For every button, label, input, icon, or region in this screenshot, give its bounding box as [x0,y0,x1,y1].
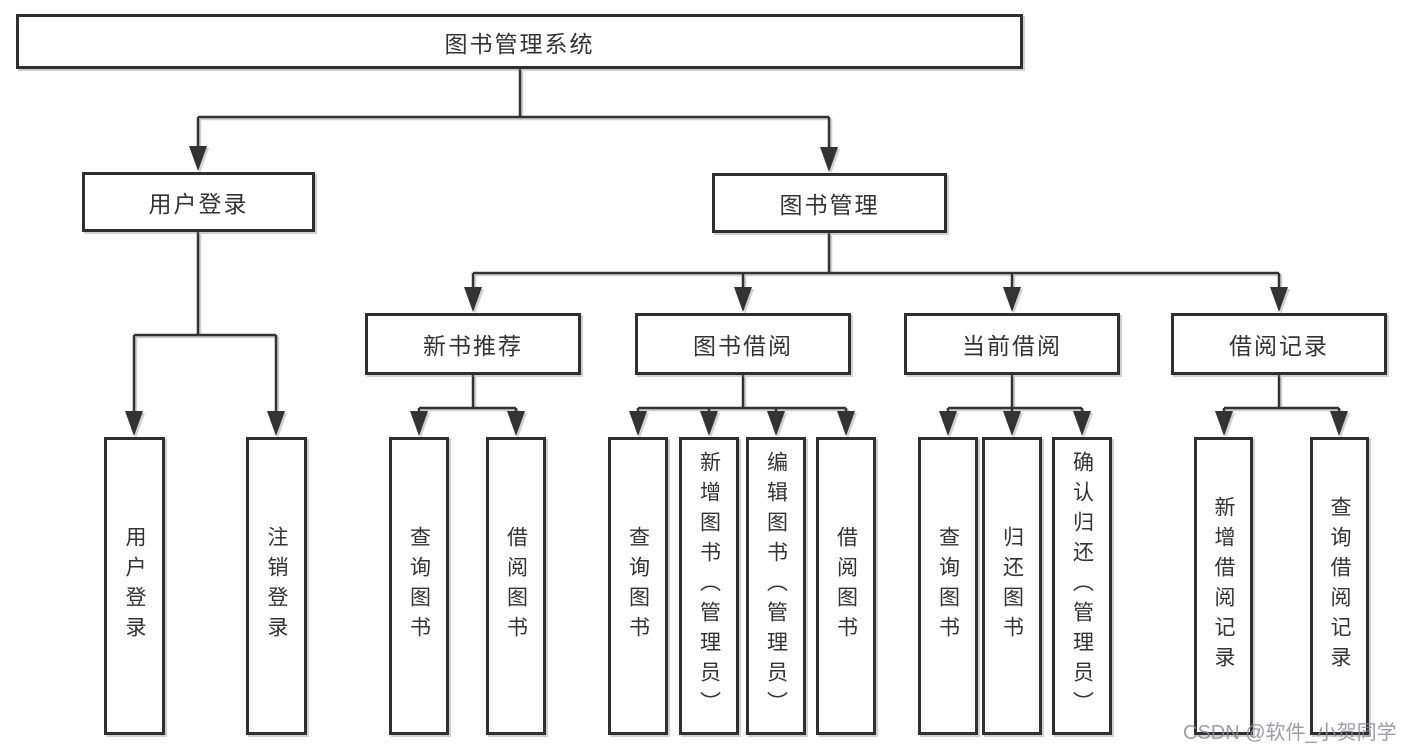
node-user-login-label: 用户登录 [148,191,249,217]
leaf-borrow-books-label: 借阅图书 [834,526,858,646]
leaf-query-books-recommend-label: 查询图书 [407,526,431,646]
leaf-add-borrow-record: 新增借阅记录 [1194,437,1253,735]
leaf-query-books-current: 查询图书 [918,437,978,735]
leaf-add-borrow-record-label: 新增借阅记录 [1212,496,1235,676]
node-book-borrow: 图书借阅 [635,313,851,375]
leaf-query-books-current-label: 查询图书 [936,526,960,646]
node-new-book-recommend-label: 新书推荐 [423,333,523,359]
leaf-query-books-recommend: 查询图书 [389,437,449,735]
leaf-add-book-admin-label: 新增图书（管理员） [697,451,721,721]
leaf-add-book-admin: 新增图书（管理员） [679,437,739,735]
node-new-book-recommend: 新书推荐 [365,313,581,375]
node-borrow-records: 借阅记录 [1171,313,1387,375]
node-user-login: 用户登录 [82,172,315,232]
leaf-return-book: 归还图书 [982,437,1042,735]
node-book-management-label: 图书管理 [779,192,880,218]
leaf-edit-book-admin: 编辑图书（管理员） [746,437,806,735]
node-library-system: 图书管理系统 [16,14,1023,69]
node-current-borrow-label: 当前借阅 [962,333,1062,359]
node-book-borrow-label: 图书借阅 [693,333,793,359]
leaf-confirm-return-admin-label: 确认归还（管理员） [1070,451,1094,721]
leaf-borrow-books-recommend: 借阅图书 [486,437,546,735]
node-current-borrow: 当前借阅 [904,313,1120,375]
leaf-borrow-books-recommend-label: 借阅图书 [504,526,528,646]
node-library-system-label: 图书管理系统 [444,30,595,57]
node-book-management: 图书管理 [712,173,947,233]
leaf-query-books-borrow-label: 查询图书 [626,526,650,646]
leaf-user-login-label: 用户登录 [123,526,146,646]
leaf-borrow-books: 借阅图书 [816,437,876,735]
leaf-confirm-return-admin: 确认归还（管理员） [1052,437,1112,735]
leaf-logout: 注销登录 [246,437,307,735]
leaf-user-login: 用户登录 [104,437,165,735]
watermark: CSDN @软件_小贺同学 [1183,722,1397,744]
leaf-query-borrow-record-label: 查询借阅记录 [1328,496,1351,676]
leaf-return-book-label: 归还图书 [1000,526,1024,646]
leaf-query-books-borrow: 查询图书 [608,437,668,735]
leaf-query-borrow-record: 查询借阅记录 [1310,437,1369,735]
leaf-logout-label: 注销登录 [265,526,288,646]
leaf-edit-book-admin-label: 编辑图书（管理员） [764,451,788,721]
node-borrow-records-label: 借阅记录 [1229,333,1329,359]
